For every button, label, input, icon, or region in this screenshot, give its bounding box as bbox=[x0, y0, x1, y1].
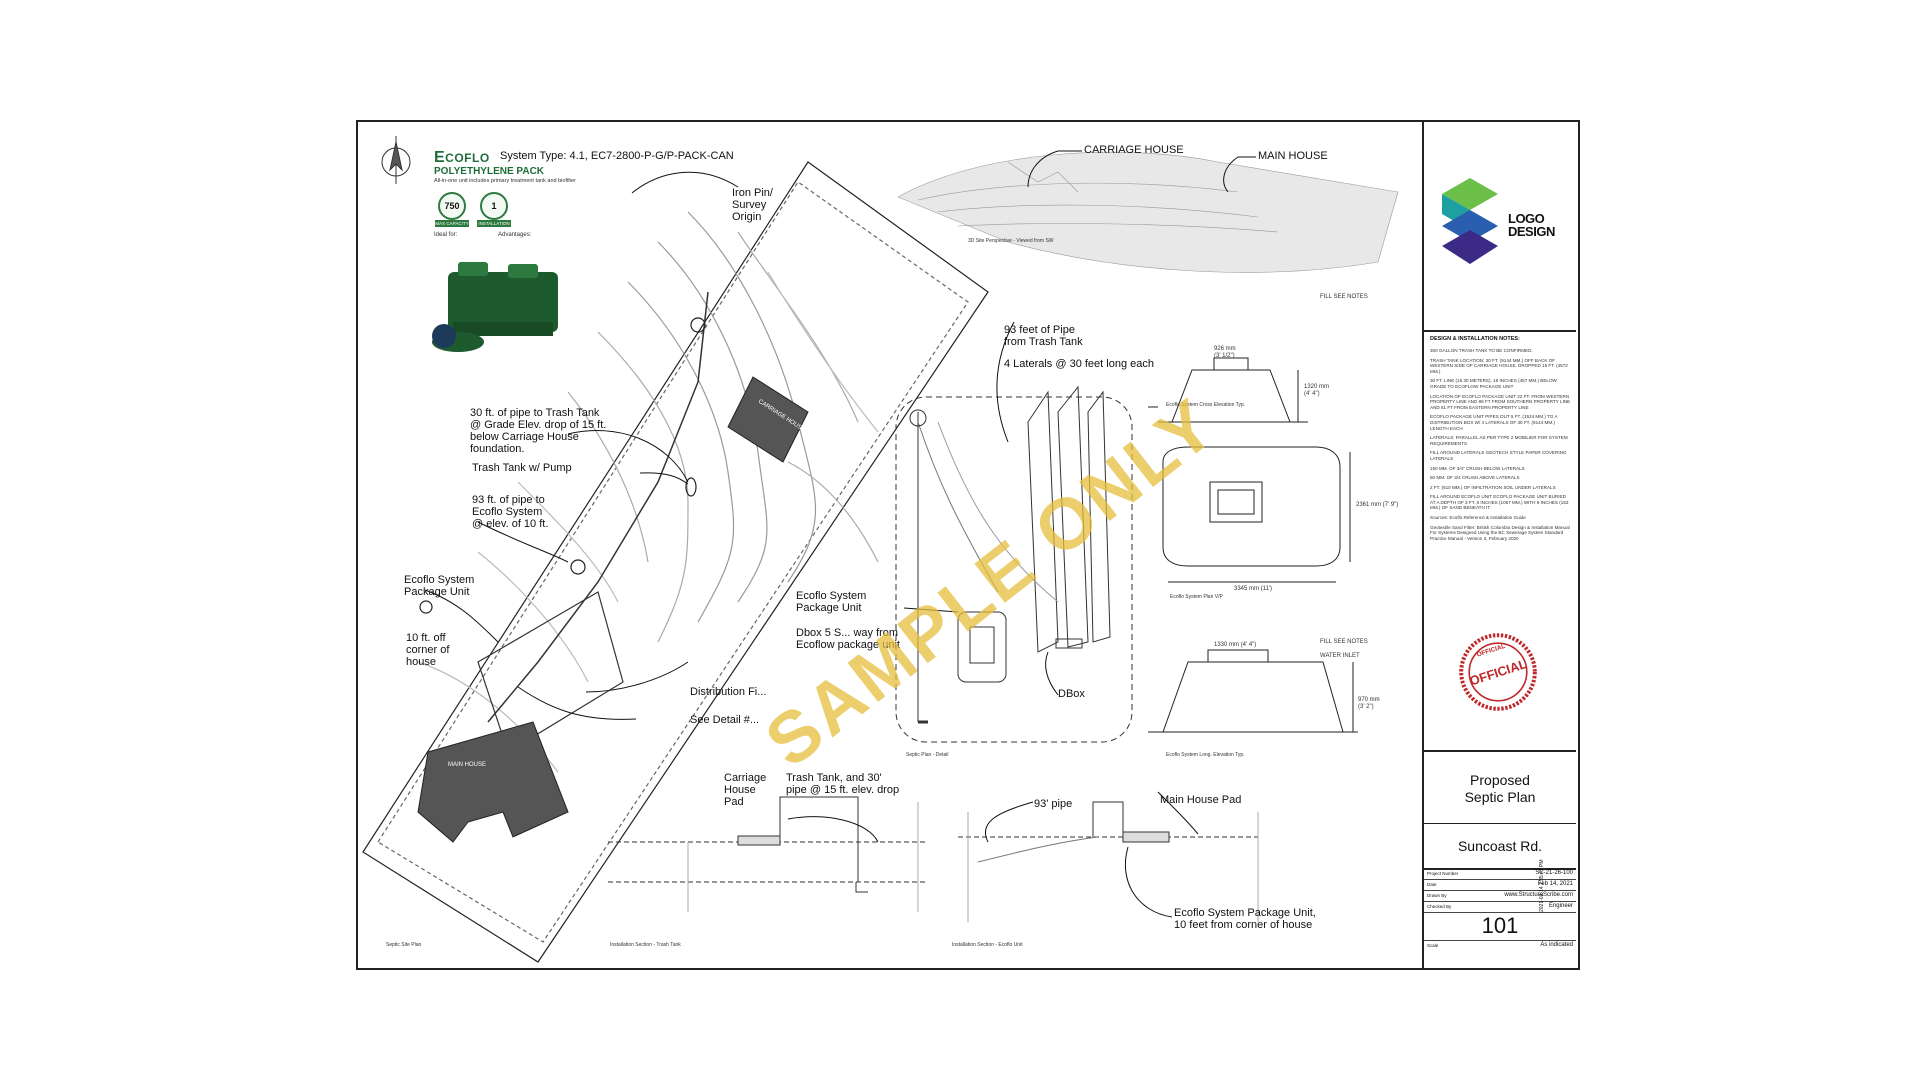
design-note: Geotextile Sand Filter: British Columbia… bbox=[1430, 524, 1570, 541]
caption-site-plan: Septic Site Plan bbox=[386, 942, 422, 948]
logo-area: LOGO DESIGN bbox=[1424, 122, 1576, 332]
caption-section-ecoflo: Installation Section - Ecoflo Unit bbox=[952, 942, 1023, 948]
design-note: 50 MM. OF 3/4 CRUSH ABOVE LATERALS bbox=[1430, 475, 1520, 481]
label-dbox: DBox bbox=[1058, 688, 1085, 700]
north-arrow-icon bbox=[381, 136, 411, 184]
caption-section-trash: Installation Section - Trash Tank bbox=[610, 942, 681, 948]
system-type: System Type: 4.1, EC7-2800-P-G/P-PACK-CA… bbox=[500, 150, 734, 162]
section-trash-tank bbox=[608, 796, 928, 912]
capacity-badge: 750 bbox=[438, 192, 466, 220]
ideal-for-label: Ideal for: bbox=[434, 232, 458, 238]
caption-septic-detail: Septic Plan - Detail bbox=[906, 752, 949, 758]
stamp-ring-text: OFFICIAL bbox=[1476, 643, 1506, 659]
dim-2361: 2361 mm (7' 9") bbox=[1356, 502, 1399, 508]
dim-1330: 1330 mm (4' 4") bbox=[1214, 642, 1257, 648]
caption-plan-view: Ecoflo System Plan V/P bbox=[1170, 594, 1223, 600]
caption-cross-elev: Ecoflo System Cross Elevation Typ. bbox=[1166, 402, 1246, 408]
site-perspective bbox=[897, 151, 1399, 273]
pack-title: POLYETHYLENE PACK bbox=[434, 166, 545, 177]
label-see-detail: See Detail #... bbox=[690, 714, 760, 726]
logo-design-icon bbox=[1442, 178, 1498, 264]
sheet-title: Proposed Septic Plan bbox=[1424, 750, 1576, 824]
label-carriage-pad: Carriage House Pad bbox=[724, 772, 767, 808]
design-note: LATERALS: PARALLEL AS PER TYPE 2 MOBILIE… bbox=[1430, 435, 1568, 446]
label-trash-tank-30: Trash Tank, and 30' pipe @ 15 ft. elev. … bbox=[786, 772, 900, 796]
dim-926: 926 mm (3' 1/2") bbox=[1214, 346, 1236, 359]
ecoflo-long-elevation bbox=[1148, 649, 1358, 733]
design-note: LOCATION OF ECOFLO PACKAGE UNIT 22 FT. F… bbox=[1430, 393, 1571, 410]
ecoflo-cross-elevation bbox=[1148, 357, 1308, 423]
design-note: FILL AROUND LATERALS GEOTECH STYLE PAPER… bbox=[1430, 450, 1567, 461]
design-note: FILL AROUND ECOFLO UNIT ECOFLO PACKAGE U… bbox=[1430, 494, 1569, 511]
label-93ft-ecoflo: 93 ft. of pipe to Ecoflo System @ elev. … bbox=[472, 494, 549, 530]
design-notes: DESIGN & INSTALLATION NOTES: 300 GALLON … bbox=[1430, 336, 1572, 545]
label-trash-tank-pump: Trash Tank w/ Pump bbox=[472, 462, 572, 474]
design-note: TRASH TANK LOCATION: 30 FT. (9144 MM.) O… bbox=[1430, 357, 1568, 374]
label-iron-pin: Iron Pin/ Survey Origin bbox=[732, 187, 773, 223]
official-stamp: OFFICIAL OFFICIAL bbox=[1459, 633, 1537, 711]
dim-970: 970 mm (3' 2") bbox=[1358, 697, 1380, 710]
label-carriage-house: CARRIAGE HOUSE bbox=[1084, 144, 1184, 156]
pack-subtitle: All-in-one unit includes primary treatme… bbox=[434, 178, 576, 184]
label-dbox-way: Dbox 5 S... way from Ecoflow package uni… bbox=[796, 627, 900, 651]
carriage-house-footprint bbox=[727, 376, 809, 463]
label-93-pipe: 93' pipe bbox=[1034, 798, 1073, 810]
label-30ft-pipe: 30 ft. of pipe to Trash Tank @ Grade Ele… bbox=[470, 407, 607, 455]
design-note: 2 FT. (610 MM.) OF INFILTRATION SOIL UND… bbox=[1430, 484, 1556, 490]
title-block: LOGO DESIGN DESIGN & INSTALLATION NOTES:… bbox=[1422, 122, 1578, 968]
stamp-center-text: OFFICIAL bbox=[1468, 656, 1529, 689]
design-note: 150 MM. OF 3/4" CRUSH BELOW LATERALS bbox=[1430, 465, 1525, 471]
caption-perspective: 3D Site Perspective - Viewed from SW bbox=[968, 238, 1054, 244]
design-note: 300 GALLON TRASH TANK TO BE CONFIRMED. bbox=[1430, 348, 1533, 353]
label-distribution: Distribution Fi... bbox=[690, 686, 767, 698]
capacity-badge-label: MAX CAPACITY bbox=[435, 220, 469, 227]
ecoflo-plan-view bbox=[1162, 446, 1351, 583]
design-note: ECOFLO PACKAGE UNIT PIPES OUT 5 FT. (152… bbox=[1430, 414, 1558, 431]
notes-list: 300 GALLON TRASH TANK TO BE CONFIRMED. TR… bbox=[1430, 348, 1572, 541]
sheet-number: 101 bbox=[1424, 912, 1576, 941]
drawing-sheet: ECOFLO System Type: 4.1, EC7-2800-P-G/P-… bbox=[356, 120, 1580, 970]
fill-notes-top: FILL SEE NOTES bbox=[1320, 294, 1368, 300]
caption-long-elev: Ecoflo System Long. Elevation Typ. bbox=[1166, 752, 1245, 758]
main-house-tag: MAIN HOUSE bbox=[448, 762, 487, 768]
dim-1320: 1320 mm (4' 4") bbox=[1304, 384, 1330, 397]
logo-text: LOGO DESIGN bbox=[1508, 211, 1555, 239]
main-house-footprint bbox=[417, 721, 569, 843]
drawing-linework bbox=[362, 136, 1399, 963]
label-10ft-corner: 10 ft. off corner of house bbox=[406, 632, 450, 668]
water-inlet-label: WATER INLET bbox=[1320, 653, 1360, 659]
design-note: 30 FT. LINE (15.30 METERS), 18 INCHES (4… bbox=[1430, 378, 1557, 389]
timestamp: 2021-02-14 1:35:41 PM bbox=[1539, 859, 1546, 912]
label-ecoflo-package-mid: Ecoflo System Package Unit bbox=[796, 590, 867, 614]
section-ecoflo-unit bbox=[958, 801, 1259, 922]
label-laterals: 4 Laterals @ 30 feet long each bbox=[1004, 358, 1154, 370]
design-note: Sources: Ecoflo Reference & Installation… bbox=[1430, 515, 1526, 521]
leader-lines bbox=[424, 150, 1256, 918]
installation-badge: 1 bbox=[480, 192, 508, 220]
site-plan bbox=[362, 161, 989, 963]
advantages-label: Advantages: bbox=[498, 232, 532, 238]
septic-detail bbox=[895, 385, 1133, 743]
label-main-house-pad: Main House Pad bbox=[1160, 794, 1242, 806]
label-93-feet-trash: 93 feet of Pipe from Trash Tank bbox=[1004, 324, 1083, 348]
project-road: Suncoast Rd. bbox=[1424, 824, 1576, 870]
ecoflo-tank-icon bbox=[432, 262, 558, 352]
dim-3345: 3345 mm (11') bbox=[1234, 586, 1273, 592]
ecoflo-brand: ECOFLO bbox=[434, 149, 490, 166]
label-ecoflo-10ft: Ecoflo System Package Unit, 10 feet from… bbox=[1174, 907, 1316, 931]
installation-badge-label: INSTALLATION bbox=[477, 220, 511, 227]
notes-heading: DESIGN & INSTALLATION NOTES: bbox=[1430, 336, 1520, 342]
drawing-area: ECOFLO System Type: 4.1, EC7-2800-P-G/P-… bbox=[358, 122, 1422, 968]
label-main-house: MAIN HOUSE bbox=[1258, 150, 1328, 162]
scale-row: Scale As indicated bbox=[1427, 942, 1573, 948]
fill-notes-bottom: FILL SEE NOTES bbox=[1320, 639, 1368, 645]
label-ecoflo-package-left: Ecoflo System Package Unit bbox=[404, 574, 475, 598]
